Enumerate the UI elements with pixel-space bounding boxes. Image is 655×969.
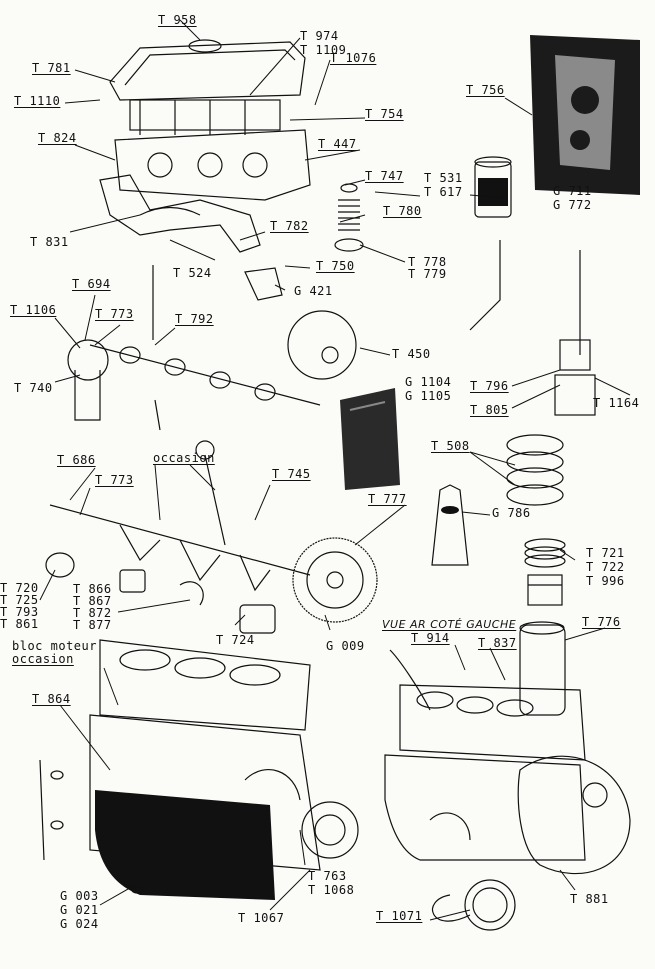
label-g711: G 711 — [553, 184, 592, 198]
label-g772: G 772 — [553, 198, 592, 212]
label-g1105: G 1105 — [405, 389, 452, 403]
leader-lines — [39, 37, 631, 921]
label-t1109: T 1109 — [300, 43, 347, 57]
label-t776: T 776 — [582, 615, 621, 629]
label-g024: G 024 — [60, 917, 99, 931]
cylinder-head — [114, 99, 311, 201]
camshaft — [67, 265, 321, 431]
label-t725: T 725 — [0, 593, 39, 607]
distributor-plate — [287, 310, 357, 380]
label-t720: T 720 — [0, 581, 39, 595]
label-t867: T 867 — [73, 594, 112, 608]
label-t866: T 866 — [73, 582, 112, 596]
piston-rings — [524, 538, 566, 606]
label-t861: T 861 — [0, 617, 39, 631]
label-t778: T 778 — [408, 255, 447, 269]
label-t958: T 958 — [158, 13, 197, 27]
label-t1110: T 1110 — [14, 94, 61, 108]
crankshaft — [49, 440, 311, 592]
label-t779: T 779 — [408, 267, 447, 281]
label-t1164: T 1164 — [593, 396, 640, 410]
label-t617: T 617 — [424, 185, 463, 199]
label-t754: T 754 — [365, 107, 404, 121]
engine-block-left — [89, 639, 359, 900]
label-t508: T 508 — [431, 439, 470, 453]
label-t780: T 780 — [383, 204, 422, 218]
cylinder-liner — [474, 156, 512, 218]
label-t773a: T 773 — [95, 307, 134, 321]
flywheel — [292, 537, 378, 623]
label-t793: T 793 — [0, 605, 39, 619]
label-t781: T 781 — [32, 61, 71, 75]
label-bloc2: occasion — [12, 652, 74, 666]
label-t721: T 721 — [586, 546, 625, 560]
label-t1071: T 1071 — [376, 909, 423, 923]
dipstick-tube — [39, 759, 45, 861]
label-vue: VUE AR COTÉ GAUCHE — [382, 618, 517, 631]
label-g421: G 421 — [294, 284, 333, 298]
label-t872: T 872 — [73, 606, 112, 620]
label-occasion1: occasion — [153, 451, 215, 465]
clutch-springs — [506, 434, 564, 506]
oil-filter-can — [340, 388, 400, 490]
rocker-cover — [109, 19, 306, 101]
label-t750: T 750 — [316, 259, 355, 273]
label-g009: G 009 — [326, 639, 365, 653]
label-t777: T 777 — [368, 492, 407, 506]
label-t686: T 686 — [57, 453, 96, 467]
label-t796: T 796 — [470, 379, 509, 393]
label-t974: T 974 — [300, 29, 339, 43]
label-g1104: G 1104 — [405, 375, 452, 389]
thermostat-gasket — [244, 267, 283, 301]
label-t877: T 877 — [73, 618, 112, 632]
label-t694: T 694 — [72, 277, 111, 291]
label-t1106: T 1106 — [10, 303, 57, 317]
engine-block-right — [384, 621, 631, 875]
label-g003: G 003 — [60, 889, 99, 903]
label-bloc1: bloc moteur — [12, 639, 97, 653]
label-t824: T 824 — [38, 131, 77, 145]
label-g021: G 021 — [60, 903, 99, 917]
label-t722: T 722 — [586, 560, 625, 574]
label-t1067: T 1067 — [238, 911, 285, 925]
label-t763: T 763 — [308, 869, 347, 883]
valve-spring — [334, 183, 364, 252]
sealant-tube — [431, 484, 469, 566]
label-t447: T 447 — [318, 137, 357, 151]
label-t740: T 740 — [14, 381, 53, 395]
label-t837: T 837 — [478, 636, 517, 650]
label-t914: T 914 — [411, 631, 450, 645]
label-t831: T 831 — [30, 235, 69, 249]
label-t773b: T 773 — [95, 473, 134, 487]
label-t1068: T 1068 — [308, 883, 355, 897]
label-t782: T 782 — [270, 219, 309, 233]
label-t747: T 747 — [365, 169, 404, 183]
label-t531: T 531 — [424, 171, 463, 185]
label-t1076: T 1076 — [330, 51, 377, 65]
label-t756: T 756 — [466, 83, 505, 97]
label-g786: G 786 — [492, 506, 531, 520]
exhaust-manifold — [99, 174, 261, 253]
label-t805: T 805 — [470, 403, 509, 417]
label-t745: T 745 — [272, 467, 311, 481]
label-t996: T 996 — [586, 574, 625, 588]
label-t881: T 881 — [570, 892, 609, 906]
oil-pump-assembly — [469, 240, 596, 416]
label-t864: T 864 — [32, 692, 71, 706]
bearing-shells — [45, 552, 276, 634]
label-t724: T 724 — [216, 633, 255, 647]
timing-cover-gasket — [530, 35, 640, 195]
label-t524: T 524 — [173, 266, 212, 280]
label-t792: T 792 — [175, 312, 214, 326]
label-t450: T 450 — [392, 347, 431, 361]
pressure-gauge — [432, 879, 516, 931]
